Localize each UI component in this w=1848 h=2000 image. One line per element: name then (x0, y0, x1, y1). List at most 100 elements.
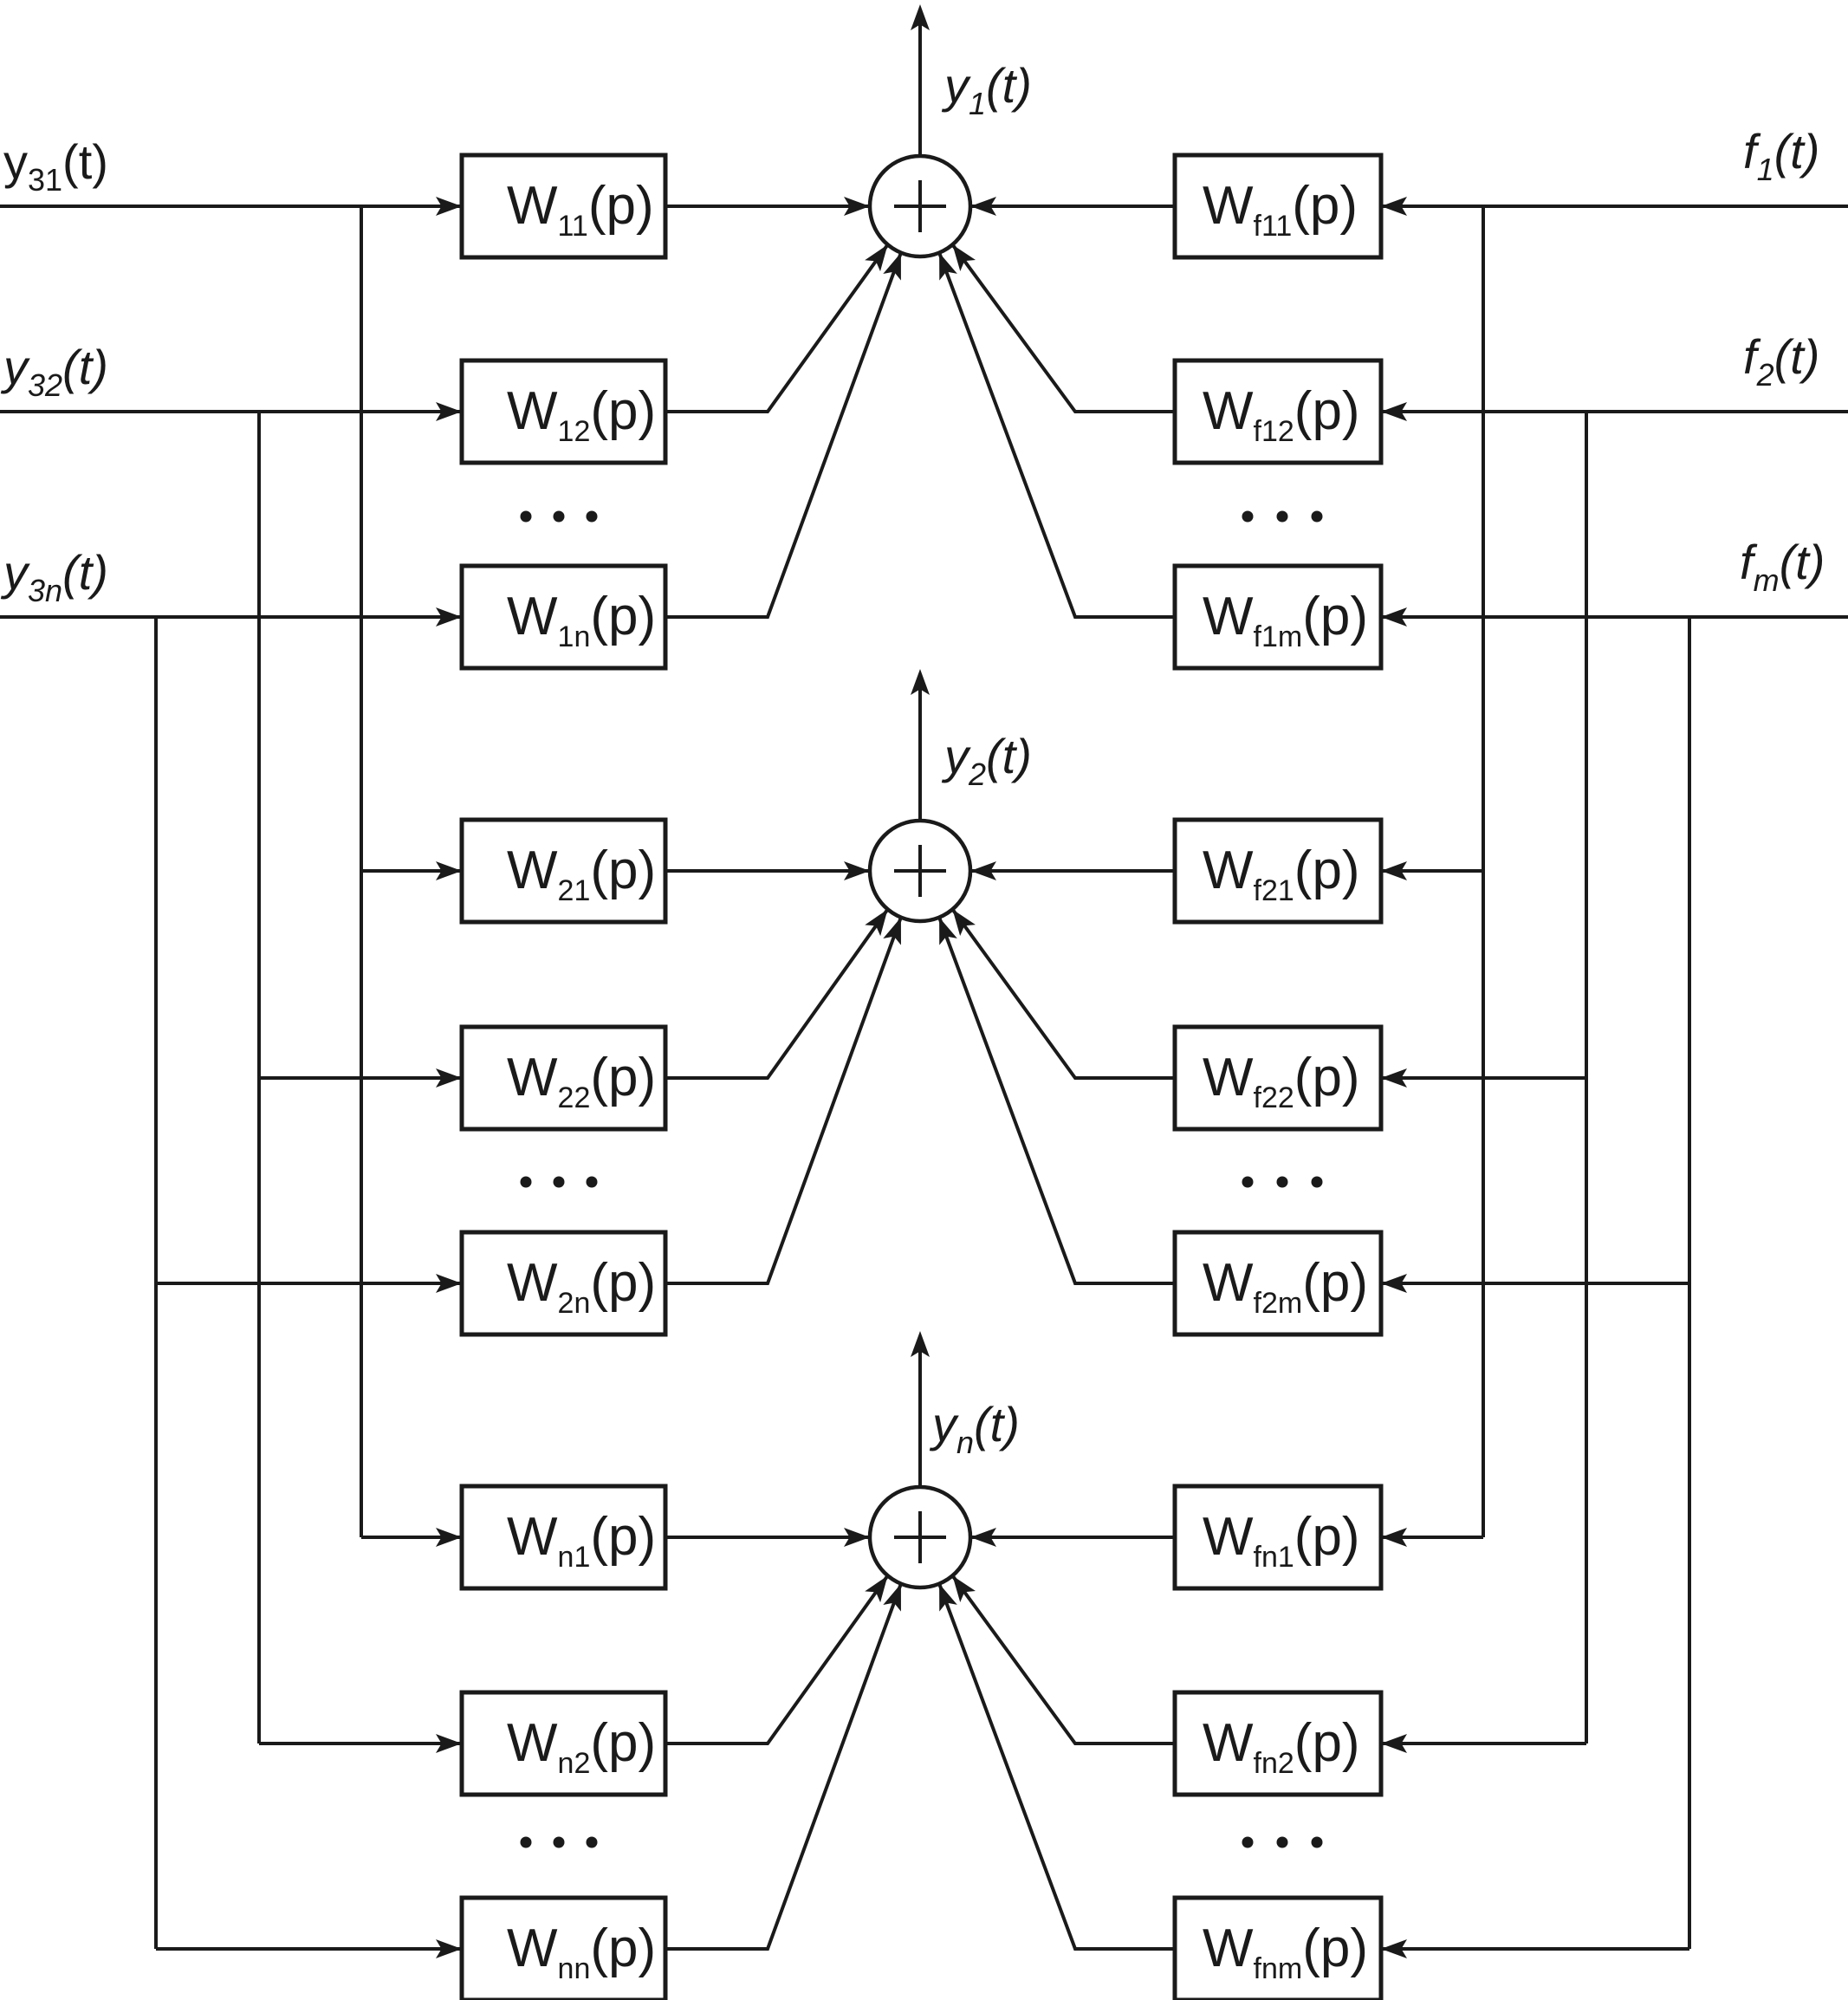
transfer-block (459, 358, 668, 465)
ellipsis-dot (1242, 1176, 1254, 1188)
block-to-sum-wire (950, 1575, 1175, 1745)
transfer-function-label: Wnn(p) (507, 1919, 656, 1985)
input-label-y3n: y3n(t) (0, 545, 108, 608)
transfer-function-label: W11(p) (507, 176, 654, 243)
transfer-function-label-argument: (p) (1294, 381, 1360, 441)
transfer-block (1172, 1024, 1384, 1132)
transfer-block (459, 817, 668, 925)
transfer-function-label-base: W (507, 587, 558, 646)
transfer-block (1172, 358, 1384, 465)
ellipsis-dot (1276, 1176, 1288, 1188)
transfer-block (459, 1024, 668, 1132)
arrowhead-icon (939, 917, 957, 945)
transfer-function-label-argument: (p) (1292, 176, 1358, 236)
block-to-sum-wire (665, 251, 903, 619)
transfer-function-label-base: W (1203, 1048, 1254, 1107)
transfer-function-label-argument: (p) (1302, 1919, 1368, 1978)
transfer-function-label-argument: (p) (590, 1048, 656, 1107)
transfer-function-label-argument: (p) (1294, 1048, 1360, 1107)
arrowhead-icon (436, 402, 462, 421)
transfer-function-label-base: W (1203, 1713, 1254, 1773)
output-label-group-1: y1(t) (941, 58, 1032, 121)
transfer-function-label-subscript: 1n (558, 620, 591, 653)
block-to-sum-wire (665, 1575, 890, 1745)
transfer-function-label-subscript: f1m (1254, 620, 1303, 653)
arrowhead-icon (436, 861, 462, 880)
arrowhead-icon (911, 1331, 930, 1357)
transfer-function-label-subscript: 21 (558, 874, 591, 907)
transfer-function-label-subscript: n1 (558, 1541, 591, 1574)
input-label-y32-argument: (t) (62, 340, 108, 394)
input-label-fm: fm(t) (1740, 535, 1825, 598)
ellipsis-dot (553, 1176, 565, 1188)
block-to-sum-wire (665, 244, 890, 413)
output-label-group-3-subscript: n (956, 1425, 974, 1460)
transfer-function-label-argument: (p) (1302, 587, 1368, 646)
arrowhead-icon (436, 1528, 462, 1547)
transfer-function-label: Wn2(p) (507, 1713, 656, 1780)
transfer-function-label-argument: (p) (590, 381, 656, 441)
ellipsis-dot (1276, 1836, 1288, 1848)
arrowhead-icon (970, 1528, 996, 1547)
input-label-y3n-argument: (t) (62, 545, 108, 600)
wires-layer (0, 13, 1848, 1951)
input-label-y31: y31(t) (3, 134, 108, 198)
transfer-block (459, 1895, 668, 2000)
transfer-block (1172, 817, 1384, 925)
transfer-function-label-argument: (p) (1294, 1713, 1360, 1773)
transfer-block (459, 1690, 668, 1797)
transfer-function-label-base: W (507, 176, 558, 236)
block-to-sum-wire (937, 916, 1175, 1285)
input-label-y3n-base: y (0, 545, 30, 600)
arrowhead-icon (865, 909, 888, 937)
transfer-function-label-base: W (507, 1507, 558, 1567)
ellipsis-dot (520, 510, 532, 523)
transfer-block (1172, 563, 1384, 671)
arrowhead-icon (952, 909, 976, 937)
transfer-function-label-base: W (1203, 381, 1254, 441)
transfer-function-label-base: W (507, 1713, 558, 1773)
arrowhead-icon (1381, 1068, 1407, 1088)
arrowhead-icon (1381, 861, 1407, 880)
input-label-y3n-subscript: 3n (28, 573, 62, 608)
transfer-function-label-subscript: fn2 (1254, 1747, 1294, 1780)
output-label-group-1-argument: (t) (986, 58, 1032, 113)
transfer-block (1172, 1230, 1384, 1337)
ellipsis-dot (586, 1176, 598, 1188)
input-label-f1: f1(t) (1743, 124, 1819, 187)
transfer-function-label-base: W (1203, 176, 1254, 236)
ellipsis-dot (1311, 510, 1323, 523)
transfer-function-label-subscript: f2m (1254, 1287, 1303, 1320)
transfer-block (459, 1484, 668, 1591)
transfer-function-label-argument: (p) (1294, 841, 1360, 900)
arrowhead-icon (1381, 1528, 1407, 1547)
output-label-group-3-argument: (t) (974, 1397, 1020, 1451)
transfer-function-label: Wfn2(p) (1203, 1713, 1360, 1780)
transfer-function-label-argument: (p) (1294, 1507, 1360, 1567)
transfer-block (1172, 1690, 1384, 1797)
transfer-function-label-argument: (p) (588, 176, 654, 236)
transfer-function-label-base: W (1203, 587, 1254, 646)
transfer-block (1172, 1484, 1384, 1591)
transfer-function-label: Wfnm(p) (1203, 1919, 1368, 1985)
transfer-function-label-argument: (p) (590, 1919, 656, 1978)
arrowhead-icon (844, 1528, 870, 1547)
arrowhead-icon (970, 197, 996, 216)
transfer-function-label-argument: (p) (590, 587, 656, 646)
ellipsis-dot (1311, 1836, 1323, 1848)
transfer-function-label-argument: (p) (1302, 1253, 1368, 1313)
transfer-function-label: Wf2m(p) (1203, 1253, 1368, 1320)
arrowhead-icon (865, 244, 888, 272)
transfer-function-label-subscript: fnm (1254, 1952, 1303, 1985)
output-label-group-2-argument: (t) (986, 729, 1032, 783)
transfer-function-label-subscript: 2n (558, 1287, 591, 1320)
transfer-function-label-subscript: 12 (558, 415, 591, 448)
ellipsis-dot (520, 1176, 532, 1188)
transfer-block (459, 153, 668, 260)
arrowhead-icon (939, 1583, 957, 1612)
input-label-y31-base: y (3, 134, 28, 189)
arrowhead-icon (1381, 1939, 1407, 1958)
arrowhead-icon (883, 917, 901, 945)
transfer-block (1172, 1895, 1384, 2000)
